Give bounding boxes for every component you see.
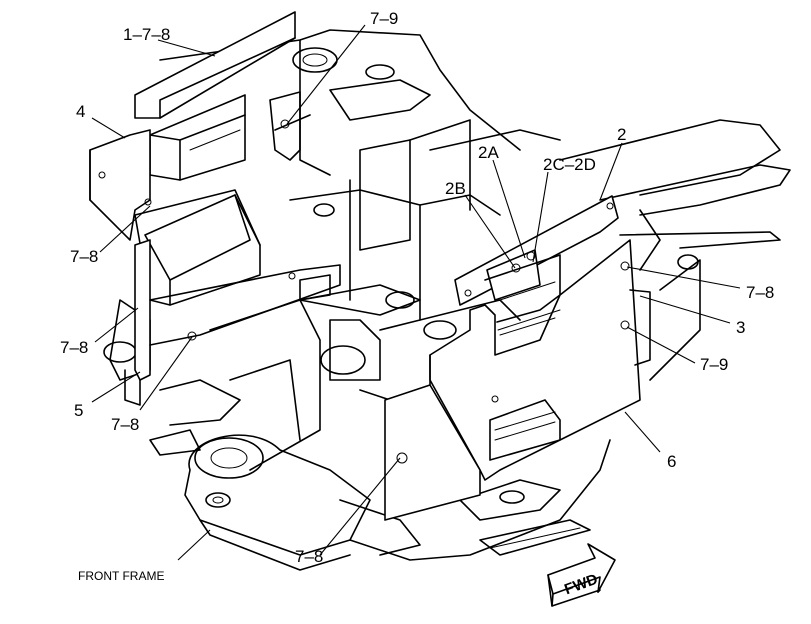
callout-7-9-top: 7–9: [370, 9, 398, 28]
callout-7-8-left-mid: 7–8: [60, 338, 88, 357]
callout-7-8-left-upper: 7–8: [70, 247, 98, 266]
part-1-cover-plate: [134, 11, 311, 181]
front-frame-label: FRONT FRAME: [78, 569, 164, 583]
callout-3: 3: [736, 318, 745, 337]
callout-2a: 2A: [478, 143, 499, 162]
callout-1-7-8: 1–7–8: [123, 25, 170, 44]
callout-6: 6: [667, 452, 676, 471]
part-4-side-guard: [89, 129, 152, 241]
callout-2c-2d: 2C–2D: [543, 155, 596, 174]
leader-lines: [91, 24, 741, 561]
callout-4: 4: [76, 102, 85, 121]
callout-7-8-left-lower: 7–8: [111, 415, 139, 434]
callout-labels: 1–7–8 7–9 4 2 2A 2C–2D 2B 7–8 7–8 3 7–8 …: [60, 9, 774, 583]
part-2-bracket: [454, 195, 619, 323]
fwd-arrow-icon: FWD: [547, 543, 616, 607]
callout-2: 2: [617, 125, 626, 144]
part-5-hopper-plate: [134, 189, 341, 381]
front-frame-drawing: [103, 29, 791, 571]
callout-7-9-right: 7–9: [700, 355, 728, 374]
part-6-side-cover: [384, 239, 651, 521]
callout-2b: 2B: [445, 179, 466, 198]
callout-5: 5: [74, 401, 83, 420]
callout-7-8-bottom: 7–8: [295, 547, 323, 566]
callout-7-8-right-upper: 7–8: [746, 283, 774, 302]
